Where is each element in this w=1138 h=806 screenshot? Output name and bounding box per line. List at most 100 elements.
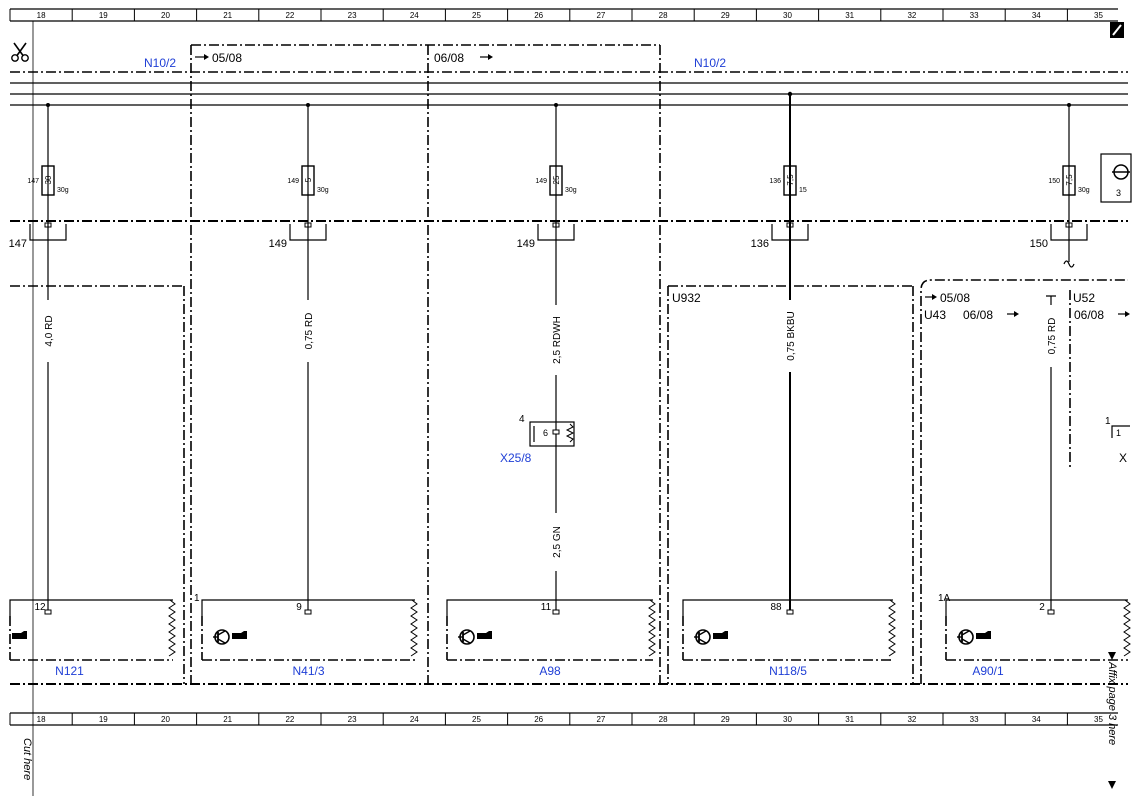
wire-1-label: 4,0 RD (44, 315, 55, 346)
ruler-number: 22 (285, 11, 294, 20)
wire-2[interactable]: 0,75 RD (302, 103, 315, 612)
section-label-a: 05/08 (195, 51, 242, 65)
wire-3-upper-label: 2,5 RDWH (552, 316, 563, 364)
fuse-number: 149 (287, 178, 299, 185)
right-edge-fuse-partial: 3 (1100, 153, 1132, 203)
connector-x25-8[interactable]: 4 6 X25/8 (500, 414, 575, 465)
component-label: N121 (55, 664, 84, 678)
fuse-1[interactable]: 3014730g147 (9, 165, 69, 250)
ruler-number: 26 (534, 715, 543, 724)
ruler-number: 24 (410, 11, 419, 20)
fuse-number: 149 (535, 178, 547, 185)
svg-text:06/08: 06/08 (1074, 308, 1104, 322)
ruler-number: 25 (472, 11, 481, 20)
ruler-number: 20 (161, 11, 170, 20)
ruler-number: 34 (1032, 715, 1041, 724)
fuse-2[interactable]: 514930g149 (269, 165, 329, 250)
ruler-number: 30 (783, 11, 792, 20)
fuse-number: 136 (769, 178, 781, 185)
ruler-number: 19 (99, 715, 108, 724)
section-label-b: 06/08 (434, 51, 493, 65)
ruler-number: 32 (907, 715, 916, 724)
fuse-terminal: 15 (799, 187, 807, 194)
transistor-hand-icon (458, 629, 492, 645)
ruler-number: 31 (845, 715, 854, 724)
ruler-number: 28 (659, 715, 668, 724)
ruler-number: 27 (596, 11, 605, 20)
fuse-5[interactable]: 7,515030g150 (1030, 165, 1090, 250)
cut-here-text: Cut here (21, 738, 33, 780)
label-05-08-arrow: 05/08 (925, 291, 970, 305)
ruler-number: 21 (223, 715, 232, 724)
ruler-number: 25 (472, 715, 481, 724)
module-corner-label: 1 (194, 593, 200, 604)
transistor-hand-icon (12, 631, 27, 639)
scissors-icon[interactable] (11, 42, 29, 62)
transistor-hand-icon (957, 629, 991, 645)
ref-label-left: N10/2 (144, 56, 176, 70)
fuse-terminal: 30g (317, 187, 329, 194)
wire-5[interactable]: 0,75 RD (1045, 103, 1075, 612)
wire-1[interactable]: 4,0 RD (42, 103, 55, 612)
module-pin: 12 (34, 602, 46, 613)
fuse-ground-number: 147 (9, 238, 27, 250)
fuse-number: 147 (27, 178, 39, 185)
ruler-number: 18 (37, 715, 46, 724)
ruler-number: 33 (970, 11, 979, 20)
affix-text: Affix page 3 here (1106, 661, 1118, 745)
ruler-number: 21 (223, 11, 232, 20)
ruler-number: 24 (410, 715, 419, 724)
label-u932: U932 (672, 291, 701, 305)
region-u43-border (920, 279, 1128, 684)
module-pin: 11 (541, 602, 552, 613)
fuse-terminal: 30g (1078, 187, 1090, 194)
ruler-number: 34 (1032, 11, 1041, 20)
right-edge-connector-partial: 1 1 X (1105, 416, 1130, 465)
fuse-ground-number: 149 (517, 238, 535, 250)
wire-3-lower-label: 2,5 GN (552, 526, 563, 558)
svg-text:05/08: 05/08 (940, 291, 970, 305)
svg-text:06/08: 06/08 (434, 51, 464, 65)
wire-4-label: 0,75 BKBU (786, 311, 797, 360)
connector-pin-outer: 4 (519, 414, 525, 425)
transistor-hand-icon (213, 629, 247, 645)
fuse-3[interactable]: 2514930g149 (517, 165, 577, 250)
svg-text:X: X (1119, 451, 1127, 465)
fuse-ground-number: 149 (269, 238, 287, 250)
ruler-number: 22 (285, 715, 294, 724)
ruler-number: 35 (1094, 715, 1103, 724)
ruler-number: 30 (783, 715, 792, 724)
transistor-hand-icon (694, 629, 728, 645)
ruler-number: 23 (348, 715, 357, 724)
fuse-terminal: 30g (57, 187, 69, 194)
ruler-number: 29 (721, 11, 730, 20)
module-corner-label: 1A (938, 593, 951, 604)
pencil-icon (1110, 22, 1124, 38)
svg-text:06/08: 06/08 (963, 308, 993, 322)
ruler-number: 26 (534, 11, 543, 20)
ruler-number: 33 (970, 715, 979, 724)
wire-3[interactable]: 2,5 RDWH 2,5 GN (550, 103, 563, 612)
fuse-ground-number: 150 (1030, 238, 1048, 250)
label-u43: U43 (924, 308, 946, 322)
wire-5-label: 0,75 RD (1047, 318, 1058, 355)
fuse-ground-number: 136 (751, 238, 769, 250)
module-pin: 88 (770, 602, 782, 613)
module-pin: 2 (1039, 602, 1045, 613)
wire-4[interactable]: 0,75 BKBU (784, 91, 797, 612)
fuse-4[interactable]: 7,513615136 (751, 165, 809, 250)
label-06-08-a: 06/08 (963, 308, 1019, 322)
svg-text:1: 1 (1105, 416, 1111, 427)
svg-text:05/08: 05/08 (212, 51, 242, 65)
ruler-number: 29 (721, 715, 730, 724)
component-label: A98 (539, 664, 561, 678)
ruler-number: 35 (1094, 11, 1103, 20)
ruler-number: 18 (37, 11, 46, 20)
